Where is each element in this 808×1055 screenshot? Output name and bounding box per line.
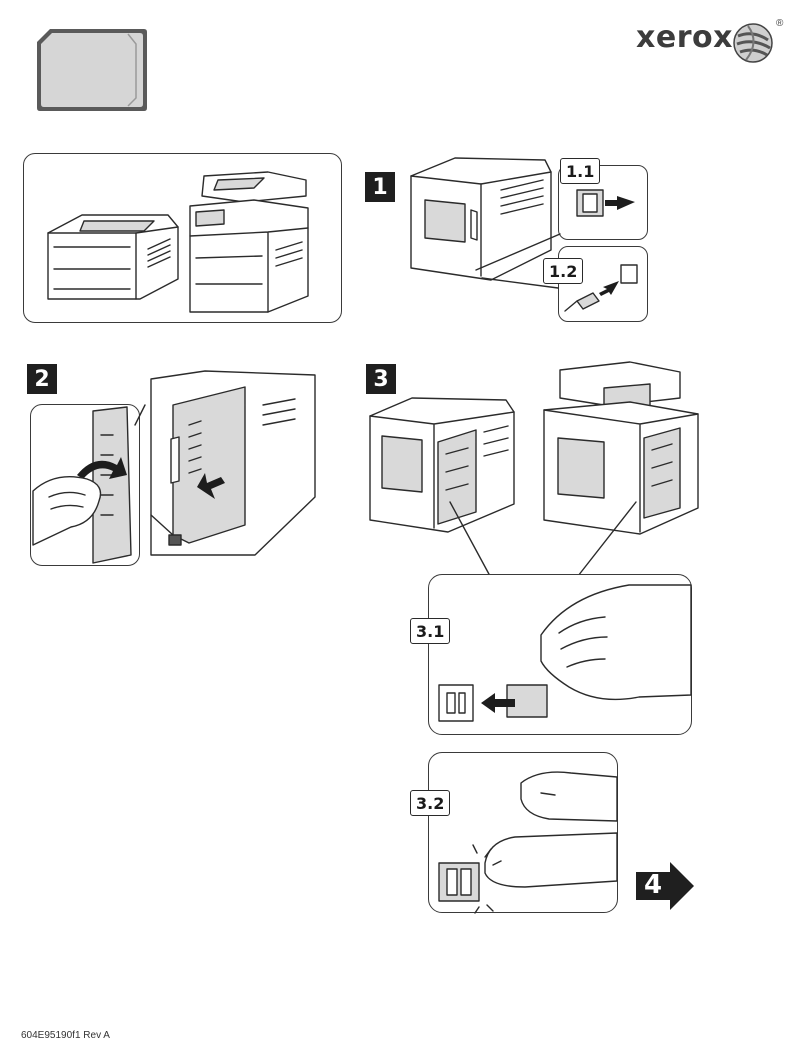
next-step-number: 4 [644,870,662,900]
printer-side-illustration [145,365,315,565]
step-1-1-badge: 1.1 [560,158,600,184]
finger-pressing-card-illustration [429,753,619,914]
step-3-2-badge: 3.2 [410,790,450,816]
memory-card-icon [36,28,148,112]
next-step-arrow: 4 [636,862,694,910]
printer-models-panel [23,153,342,323]
step-3-leader-lines [450,500,650,580]
hand-opening-door-illustration [31,405,141,567]
step-3-badge: 3 [366,364,396,394]
side-door-callout [30,404,140,566]
registered-mark: ® [776,18,783,29]
step-1-badge: 1 [365,172,395,202]
step-2-badge: 2 [27,364,57,394]
step-3-1-badge: 3.1 [410,618,450,644]
hand-removing-card-illustration [429,575,693,736]
remove-card-callout [428,574,692,735]
mfp-printer-illustration [184,166,314,316]
step-1-leader-lines [470,230,570,290]
brand-logo: xerox ® [632,18,792,62]
desktop-printer-illustration [44,209,184,304]
xerox-sphere-icon [732,22,774,64]
insert-card-callout [428,752,618,913]
document-code: 604E95190f1 Rev A [21,1030,110,1041]
brand-wordmark: xerox [636,20,733,55]
